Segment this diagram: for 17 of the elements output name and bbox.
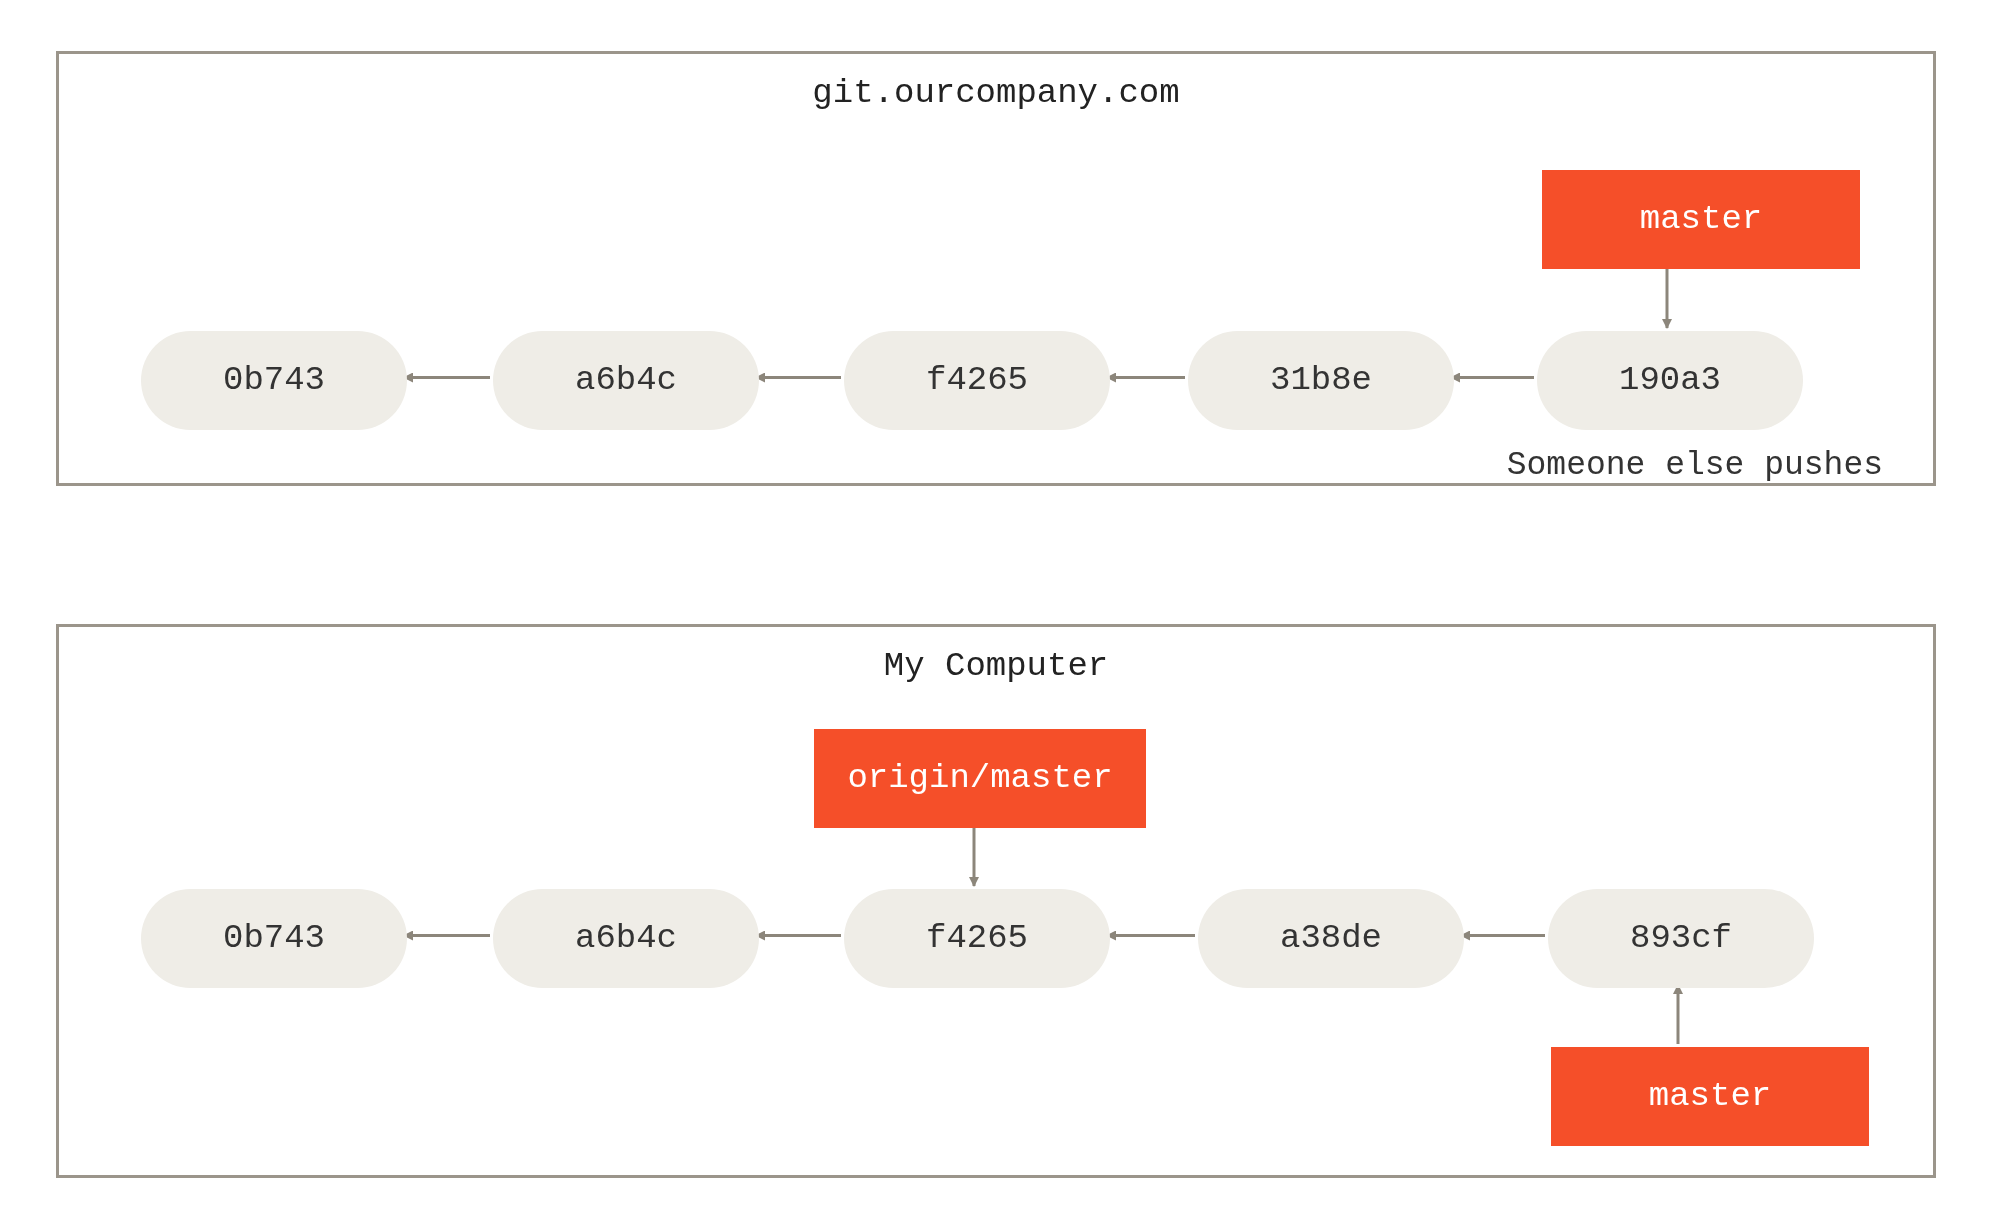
- commit-pill: 893cf: [1548, 889, 1814, 988]
- commit-pill: 0b743: [141, 889, 407, 988]
- node-caption: Someone else pushes: [1506, 446, 1883, 486]
- frame-title: My Computer: [882, 646, 1110, 687]
- frame-title: git.ourcompany.com: [811, 73, 1181, 114]
- repository-frame: [56, 51, 1936, 486]
- commit-pill: 31b8e: [1188, 331, 1454, 430]
- commit-pill: a6b4c: [493, 331, 759, 430]
- commit-pill: a6b4c: [493, 889, 759, 988]
- commit-pill: f4265: [844, 889, 1110, 988]
- commit-pill: 0b743: [141, 331, 407, 430]
- branch-label: master: [1542, 170, 1860, 269]
- commit-pill: a38de: [1198, 889, 1464, 988]
- repository-frame: [56, 624, 1936, 1178]
- branch-label: master: [1551, 1047, 1869, 1146]
- branch-label: origin/master: [814, 729, 1146, 828]
- commit-pill: f4265: [844, 331, 1110, 430]
